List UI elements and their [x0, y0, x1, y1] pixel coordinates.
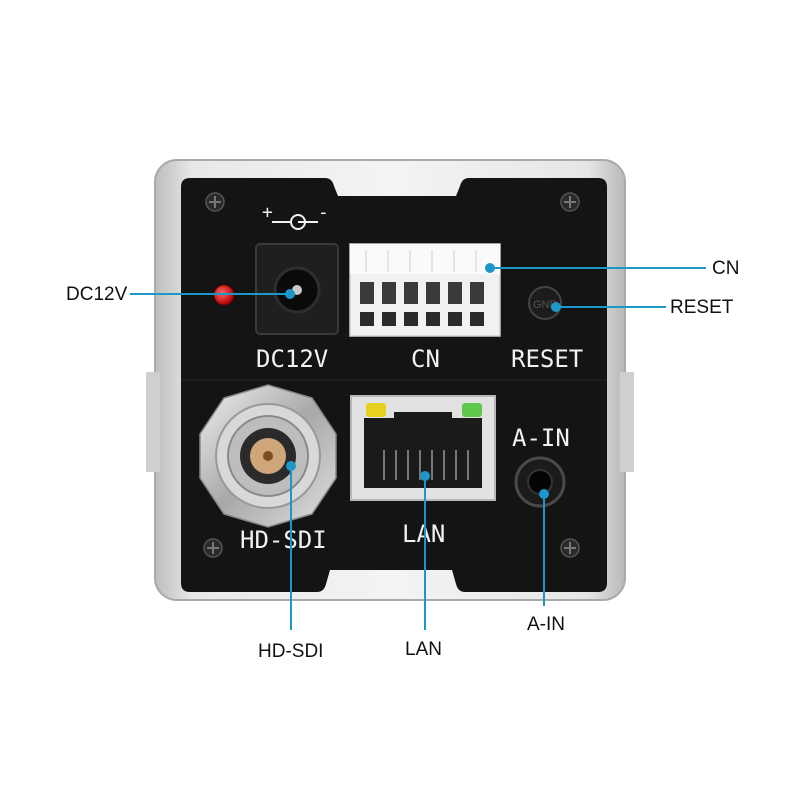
dc-polarity-symbol: + -: [262, 202, 329, 230]
panel-label-lan: LAN: [402, 520, 445, 548]
callout-a-in: A-IN: [527, 614, 565, 635]
panel-label-cn: CN: [411, 345, 440, 373]
leader-dot-reset: [551, 302, 561, 312]
panel-label-hd-sdi: HD-SDI: [240, 526, 327, 554]
panel-screw: [205, 192, 225, 212]
leader-dot-dc12v: [285, 289, 295, 299]
panel-label-reset: RESET: [511, 345, 583, 373]
callout-lan: LAN: [405, 639, 442, 660]
lan-led-yellow: [366, 403, 386, 417]
dc12v-power-jack: [255, 243, 339, 335]
hd-sdi-bnc-connector: [199, 384, 337, 528]
lan-led-green: [462, 403, 482, 417]
panel-screw: [203, 538, 223, 558]
housing-side-tab-right: [620, 372, 634, 472]
callout-reset: RESET: [670, 297, 734, 318]
leader-dot-hd-sdi: [286, 461, 296, 471]
panel-screw: [560, 192, 580, 212]
lan-rj45-port: [350, 395, 496, 501]
callout-hd-sdi: HD-SDI: [258, 641, 324, 662]
callout-dc12v: DC12V: [66, 284, 128, 305]
cn-terminal-block: [349, 243, 501, 337]
panel-label-dc12v: DC12V: [256, 345, 328, 373]
leader-dot-a-in: [539, 489, 549, 499]
panel-label-a-in: A-IN: [512, 424, 570, 452]
leader-dot-cn: [485, 263, 495, 273]
leader-lines: [130, 263, 706, 630]
svg-text:-: -: [318, 202, 329, 223]
audio-in-jack: [514, 456, 566, 508]
leader-dot-lan: [420, 471, 430, 481]
svg-text:+: +: [262, 202, 273, 223]
panel-screw: [560, 538, 580, 558]
housing-side-tab-left: [146, 372, 160, 472]
callout-cn: CN: [712, 258, 740, 279]
